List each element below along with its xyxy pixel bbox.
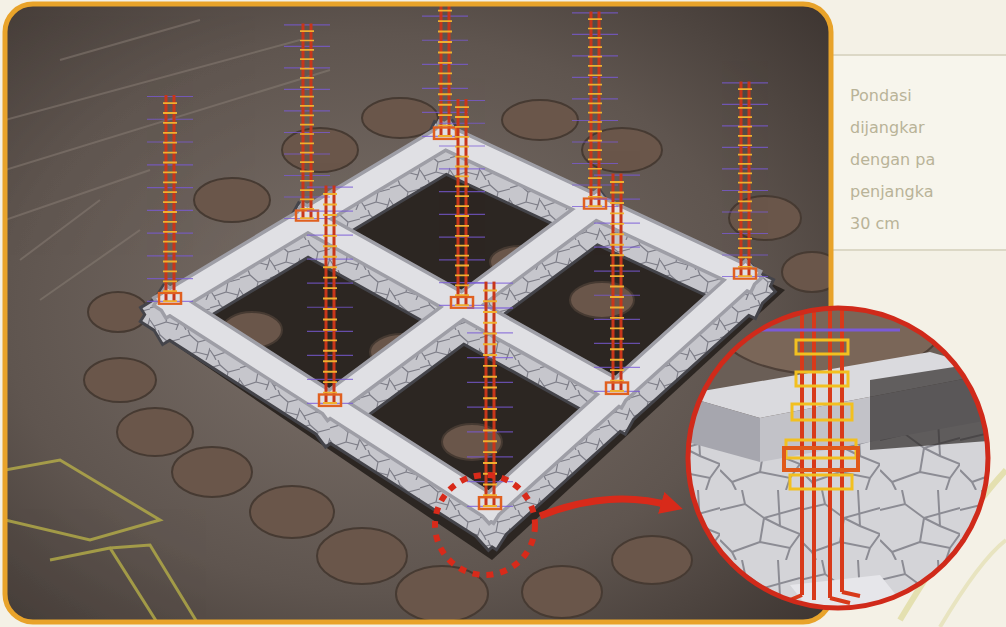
background-note: dijangkar (850, 118, 925, 138)
background-note: penjangka (850, 182, 933, 202)
background-note: 30 cm (850, 214, 900, 234)
background-note: Pondasi (850, 86, 912, 106)
background-note: dengan pa (850, 150, 935, 170)
